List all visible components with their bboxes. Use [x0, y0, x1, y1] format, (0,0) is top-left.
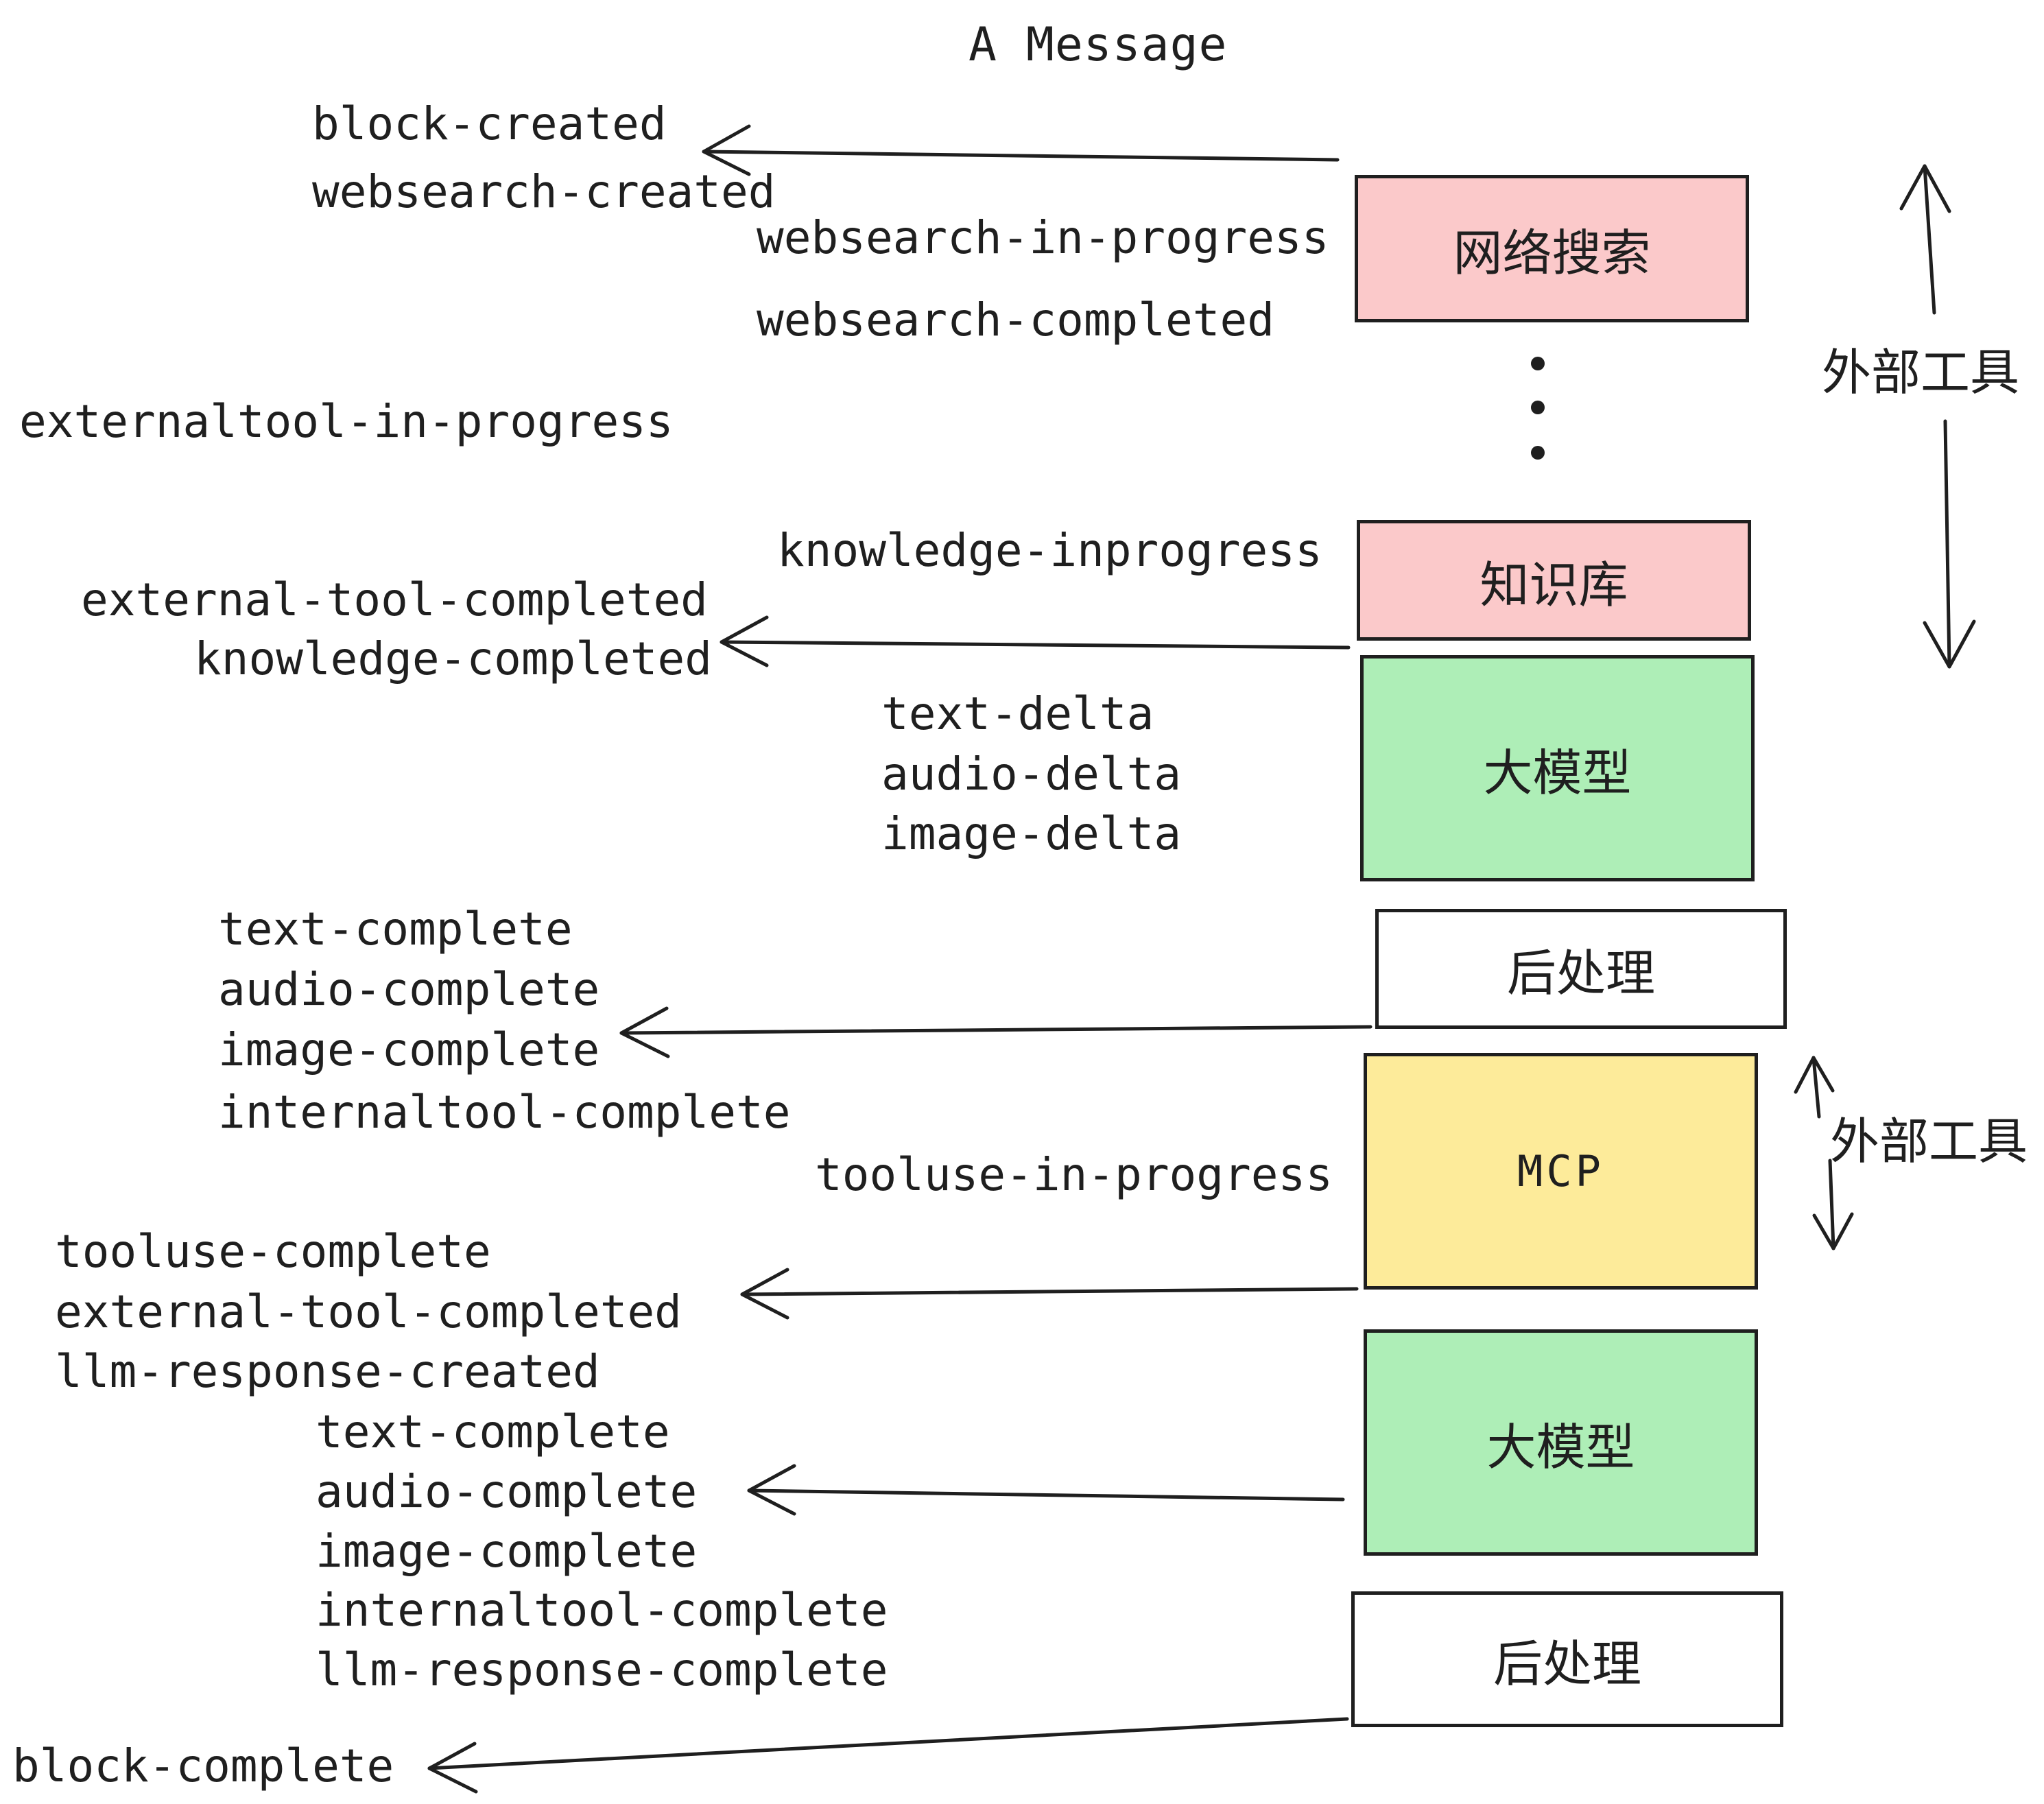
arrow-down-external-tools-2-icon — [1812, 1159, 1854, 1250]
event-label-audio-delta: audio-delta — [881, 748, 1182, 800]
box-llm-1: 大模型 — [1360, 655, 1755, 881]
event-label-external-tool-completed: external-tool-completed — [81, 573, 708, 626]
event-label-text-delta: text-delta — [881, 687, 1154, 740]
box-websearch: 网络搜索 — [1355, 175, 1749, 322]
arrow-tooluse-complete-icon — [740, 1268, 1359, 1320]
event-label-tooluse-complete: tooluse-complete — [55, 1225, 491, 1278]
arrow-down-external-tools-1-icon — [1923, 419, 1976, 669]
event-label-internaltool-complete-2: internaltool-complete — [316, 1584, 888, 1637]
arrow-block-complete-icon — [427, 1717, 1349, 1794]
box-postprocess-2-label: 后处理 — [1493, 1635, 1641, 1693]
event-label-image-complete: image-complete — [218, 1023, 600, 1076]
event-label-llm-response-complete: llm-response-complete — [316, 1643, 888, 1696]
box-mcp: MCP — [1364, 1053, 1758, 1290]
external-tools-label-1: 外部工具 — [1822, 344, 2020, 401]
box-knowledge-base-label: 知识库 — [1479, 556, 1628, 614]
event-label-externaltool-in-progress: externaltool-in-progress — [19, 395, 674, 448]
event-label-audio-complete: audio-complete — [218, 963, 600, 1016]
box-llm-2-label: 大模型 — [1486, 1418, 1635, 1476]
event-label-llm-response-created: llm-response-created — [55, 1345, 600, 1398]
box-postprocess-2: 后处理 — [1351, 1591, 1783, 1727]
box-postprocess-1-label: 后处理 — [1506, 945, 1655, 1002]
arrow-block-created-icon — [702, 124, 1340, 176]
arrow-up-external-tools-1-icon — [1899, 164, 1951, 315]
box-knowledge-base: 知识库 — [1357, 520, 1751, 641]
box-mcp-label: MCP — [1517, 1146, 1604, 1196]
page-title: A Message — [968, 18, 1228, 72]
event-label-knowledge-inprogress: knowledge-inprogress — [777, 524, 1322, 577]
event-label-text-complete-2: text-complete — [316, 1405, 670, 1458]
box-postprocess-1: 后处理 — [1375, 909, 1787, 1029]
arrow-up-external-tools-2-icon — [1794, 1056, 1835, 1119]
event-label-internaltool-complete: internaltool-complete — [218, 1086, 791, 1139]
event-label-websearch-created: websearch-created — [312, 165, 776, 218]
arrow-image-complete-icon — [619, 1006, 1372, 1058]
event-label-block-complete: block-complete — [12, 1740, 394, 1792]
event-label-websearch-in-progress: websearch-in-progress — [757, 211, 1329, 264]
event-label-text-complete: text-complete — [218, 903, 573, 956]
event-label-knowledge-completed: knowledge-completed — [194, 632, 712, 685]
vertical-ellipsis-icon — [1531, 357, 1545, 460]
external-tools-label-2: 外部工具 — [1830, 1113, 2028, 1170]
event-label-external-tool-completed-2: external-tool-completed — [55, 1285, 682, 1338]
event-label-block-created: block-created — [312, 97, 667, 150]
box-llm-1-label: 大模型 — [1483, 744, 1632, 802]
box-websearch-label: 网络搜索 — [1453, 224, 1651, 282]
arrow-knowledge-completed-icon — [720, 615, 1351, 667]
event-label-audio-complete-2: audio-complete — [316, 1465, 698, 1518]
arrow-audio-complete-icon — [747, 1464, 1345, 1516]
event-label-image-complete-2: image-complete — [316, 1525, 698, 1578]
event-label-tooluse-in-progress: tooluse-in-progress — [815, 1148, 1333, 1201]
event-label-websearch-completed: websearch-completed — [757, 294, 1274, 346]
box-llm-2: 大模型 — [1364, 1329, 1758, 1556]
event-label-image-delta: image-delta — [881, 807, 1182, 860]
